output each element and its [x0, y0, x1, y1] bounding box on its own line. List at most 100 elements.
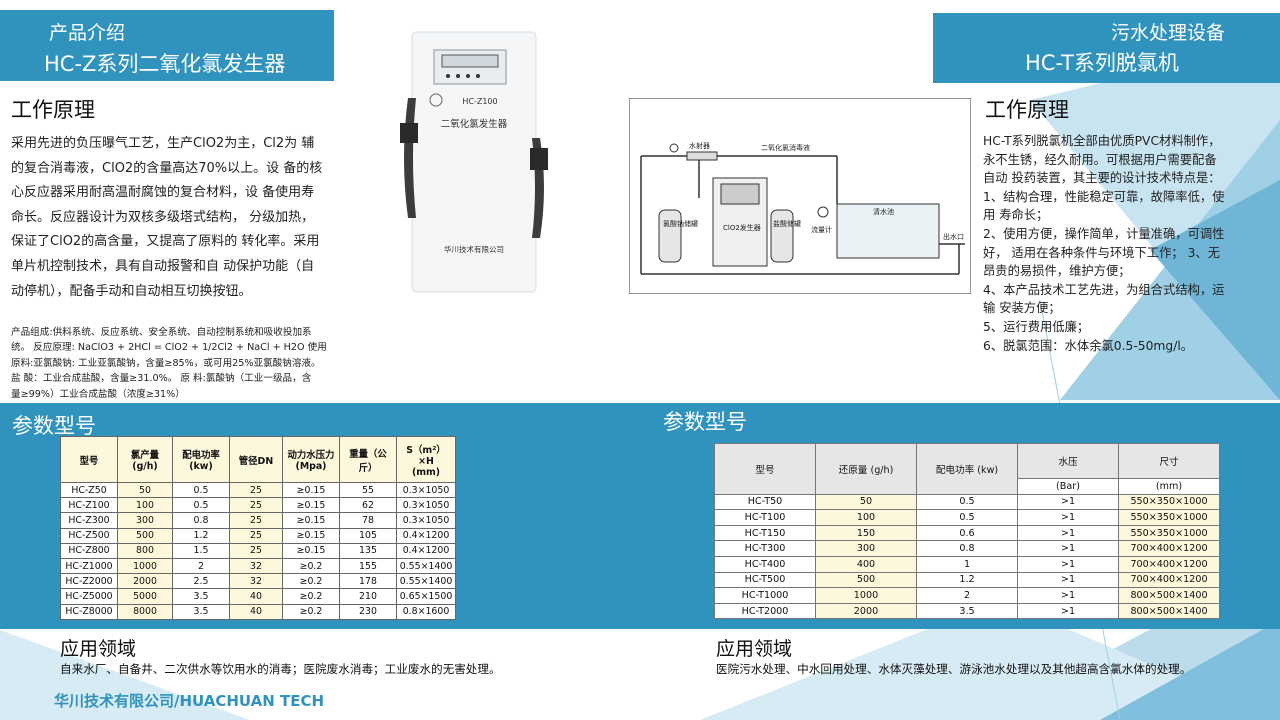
table-cell: 78 [339, 512, 397, 529]
table-cell: >1 [1017, 571, 1119, 589]
table-cell: 3.5 [172, 603, 230, 620]
table-cell: 210 [339, 588, 397, 605]
table-cell: 0.5 [916, 509, 1018, 526]
table-cell: >1 [1017, 524, 1119, 542]
table-cell: ≥0.2 [282, 588, 340, 605]
text-line: 的复合消毒液，ClO2的含量高达70%以上。设 备的核 [11, 160, 323, 176]
table-cell: 2 [172, 557, 230, 575]
product-company-text: 华川技术有限公司 [444, 244, 504, 254]
text-line: 好， 适用在各种条件与环境下工作； 3、无 [983, 245, 1220, 260]
table-cell: HC-Z100 [60, 497, 118, 514]
table-cell: 25 [229, 497, 283, 514]
right-header-ribbon: 污水处理设备 HC-T系列脱氯机 [933, 13, 1280, 83]
table-header-cell: 配电功率 (kw) [172, 436, 230, 483]
table-cell: 500 [117, 527, 173, 544]
text-line: 命长。反应器设计为双核多级塔式结构， 分级加热， [11, 209, 315, 225]
table-cell: 0.4×1200 [396, 542, 456, 559]
table-header-cell: 尺寸 [1118, 443, 1220, 479]
table-cell: ≥0.2 [282, 557, 340, 575]
left-principle-notes: 产品组成:供料系统、反应系统、安全系统、自动控制系统和吸收投加系 统。 反应原理… [11, 325, 401, 402]
table-cell: 32 [229, 573, 283, 590]
table-cell: 550×350×1000 [1118, 509, 1220, 526]
table-header-cell: 氯产量 (g/h) [117, 436, 173, 483]
table-cell: 0.5 [916, 493, 1018, 511]
table-cell: HC-Z5000 [60, 588, 118, 605]
table-cell: ≥0.2 [282, 603, 340, 620]
table-cell: 400 [815, 555, 917, 573]
table-cell: 8000 [117, 603, 173, 620]
table-cell: 0.5 [172, 497, 230, 514]
table-cell: 0.55×1400 [396, 573, 456, 590]
table-cell: >1 [1017, 587, 1119, 604]
table-cell: 700×400×1200 [1118, 555, 1220, 573]
table-cell: 100 [815, 509, 917, 526]
table-cell: >1 [1017, 509, 1119, 526]
left-params-title: 参数型号 [12, 414, 96, 438]
table-cell: 150 [815, 524, 917, 542]
table-cell: >1 [1017, 493, 1119, 511]
left-principle-title: 工作原理 [11, 98, 95, 122]
table-cell: 62 [339, 497, 397, 514]
right-header-category: 污水处理设备 [1111, 22, 1226, 44]
table-subheader-cell: (Bar) [1017, 478, 1119, 495]
table-cell: 1000 [815, 587, 917, 604]
table-cell: 0.5 [172, 481, 230, 499]
table-cell: 300 [815, 540, 917, 557]
table-cell: ≥0.15 [282, 542, 340, 559]
table-cell: HC-T300 [714, 540, 816, 557]
text-line: 永不生锈，经久耐用。可根据用户需要配备 [983, 152, 1217, 167]
diagram-outlet-label: 出水口 [943, 232, 964, 241]
table-header-cell: 管径DN [229, 436, 283, 483]
table-cell: HC-T2000 [714, 602, 816, 620]
footer-company: 华川技术有限公司/HUACHUAN TECH [54, 692, 325, 710]
table-cell: HC-Z800 [60, 542, 118, 559]
table-cell: 0.3×1050 [396, 481, 456, 499]
note-line: 统。 反应原理: NaClO3 + 2HCl = ClO2 + 1/2Cl2 +… [11, 342, 327, 354]
left-header-ribbon: 产品介绍 HC-Z系列二氧化氯发生器 [0, 10, 334, 81]
table-cell: 25 [229, 542, 283, 559]
note-line: 产品组成:供料系统、反应系统、安全系统、自动控制系统和吸收投加系 [11, 327, 312, 338]
table-cell: 25 [229, 527, 283, 544]
table-cell: 25 [229, 512, 283, 529]
text-line: 单片机控制技术，具有自动报警和自 动保护功能（自 [11, 258, 315, 274]
table-cell: 3.5 [172, 588, 230, 605]
text-line: 心反应器采用耐高温耐腐蚀的复合材料，设 备使用寿 [11, 185, 315, 201]
table-cell: 500 [815, 571, 917, 589]
table-cell: 2.5 [172, 573, 230, 590]
table-cell: 178 [339, 573, 397, 590]
process-diagram: 水射器 二氧化氯消毒液 ClO2发生器 氯酸钠储罐 盐酸储罐 流量计 清水池 出… [628, 97, 972, 295]
table-cell: 800×500×1400 [1118, 587, 1220, 604]
table-cell: 0.8 [172, 512, 230, 529]
right-principle-title: 工作原理 [985, 98, 1069, 122]
table-cell: 1000 [117, 557, 173, 575]
table-header-cell: 型号 [714, 443, 816, 495]
text-line: 1、结构合理，性能稳定可靠，故障率低，使 [983, 189, 1225, 204]
diagram-ejector-label: 水射器 [689, 141, 710, 150]
table-cell: 2000 [117, 573, 173, 590]
diagram-generator-label: ClO2发生器 [723, 223, 761, 232]
table-cell: 1.2 [172, 527, 230, 544]
table-cell: 800 [117, 542, 173, 559]
table-cell: 800×500×1400 [1118, 602, 1220, 620]
table-cell: 0.4×1200 [396, 527, 456, 544]
diagram-flowmeter-label: 流量计 [811, 225, 832, 234]
table-cell: 1.2 [916, 571, 1018, 589]
table-cell: 1 [916, 555, 1018, 573]
table-cell: >1 [1017, 602, 1119, 620]
text-line: 保证了ClO2的高含量，又提高了原料的 转化率。采用 [11, 234, 320, 250]
table-cell: ≥0.15 [282, 527, 340, 544]
right-principle-text: HC-T系列脱氯机全部由优质PVC材料制作， 永不生锈，经久耐用。可根据用户需要… [983, 132, 1268, 355]
text-line: 4、本产品技术工艺先进，为组合式结构，运 [983, 282, 1225, 297]
table-header-cell: 还原量 (g/h) [815, 443, 917, 495]
table-cell: 155 [339, 557, 397, 575]
left-principle-text: 采用先进的负压曝气工艺，生产ClO2为主，Cl2为 辅 的复合消毒液，ClO2的… [11, 132, 381, 304]
table-cell: HC-T100 [714, 509, 816, 526]
table-cell: 0.6 [916, 524, 1018, 542]
text-line: 自动 投药装置，其主要的设计技术特点是： [983, 171, 1221, 186]
